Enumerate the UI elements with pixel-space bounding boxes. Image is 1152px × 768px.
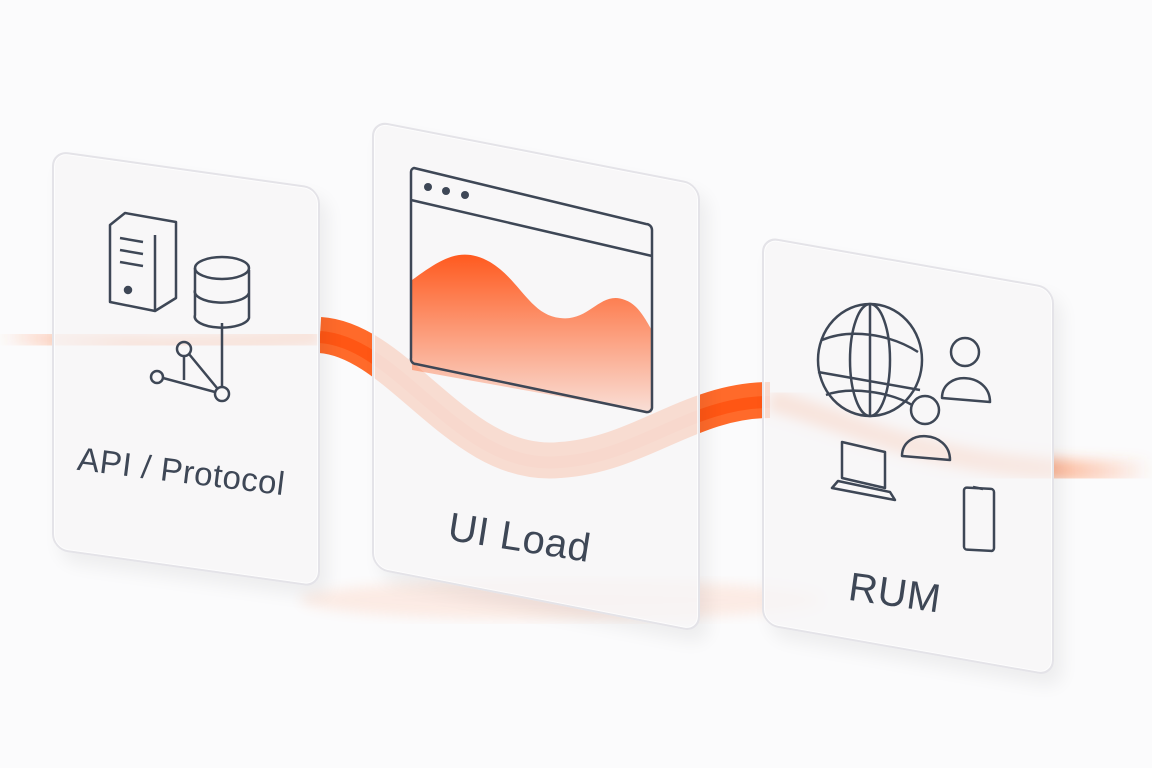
browser-window-icon xyxy=(409,166,654,414)
user-icon xyxy=(900,394,952,462)
globe-icon xyxy=(816,302,924,418)
laptop-icon xyxy=(830,440,897,502)
database-icon xyxy=(193,255,251,329)
wave-chart-icon xyxy=(412,254,652,413)
server-icon xyxy=(108,211,178,313)
network-nodes-icon xyxy=(149,323,231,403)
user-icon xyxy=(940,336,992,404)
mobile-phone-icon xyxy=(962,485,996,553)
